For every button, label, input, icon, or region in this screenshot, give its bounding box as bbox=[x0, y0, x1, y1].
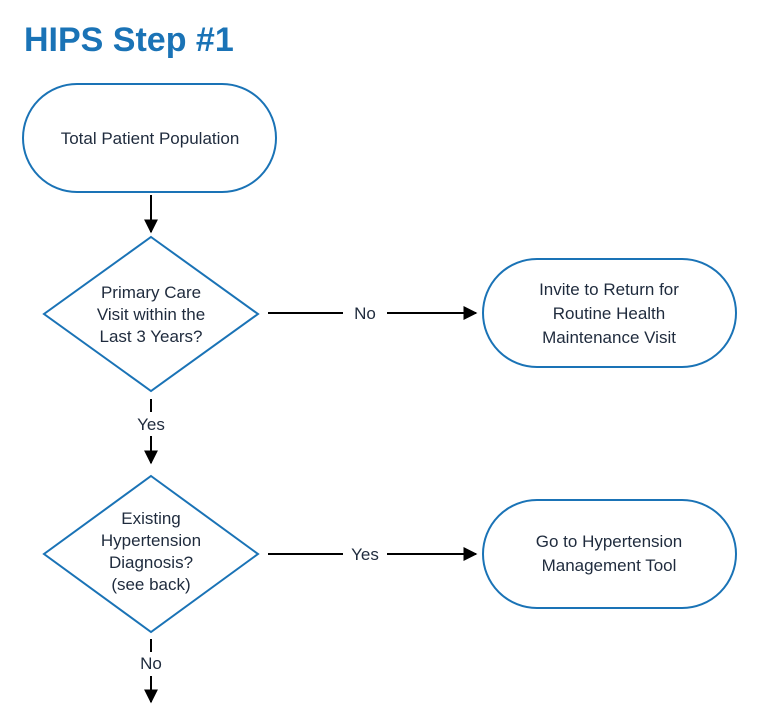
node-label-line: Visit within the bbox=[97, 305, 205, 324]
node-label-line: Existing bbox=[121, 509, 181, 528]
node-label-total-population: Total Patient Population bbox=[61, 129, 240, 148]
node-primary-care-decision bbox=[42, 235, 260, 393]
node-label-line: Go to Hypertension bbox=[536, 532, 682, 551]
node-label-line: Hypertension bbox=[101, 531, 201, 550]
node-label-line: Total Patient Population bbox=[61, 129, 240, 148]
node-label-line: Diagnosis? bbox=[109, 553, 193, 572]
node-label-line: Maintenance Visit bbox=[542, 328, 676, 347]
node-invite-return bbox=[482, 258, 737, 368]
node-label-line: (see back) bbox=[111, 575, 190, 594]
edge-label-hypertension-no: No bbox=[140, 654, 162, 673]
page-title: HIPS Step #1 bbox=[24, 21, 234, 59]
node-total-population bbox=[22, 83, 277, 193]
node-label-line: Invite to Return for bbox=[539, 280, 679, 299]
edge-label-primary-care-yes: Yes bbox=[137, 415, 165, 434]
node-label-line: Last 3 Years? bbox=[99, 327, 202, 346]
node-management-tool bbox=[482, 499, 737, 609]
edge-label-primary-care-no: No bbox=[354, 304, 376, 323]
node-hypertension-decision bbox=[42, 474, 260, 634]
node-label-line: Primary Care bbox=[101, 283, 201, 302]
node-label-line: Routine Health bbox=[553, 304, 665, 323]
node-label-line: Management Tool bbox=[542, 556, 677, 575]
edge-label-hypertension-yes: Yes bbox=[351, 545, 379, 564]
